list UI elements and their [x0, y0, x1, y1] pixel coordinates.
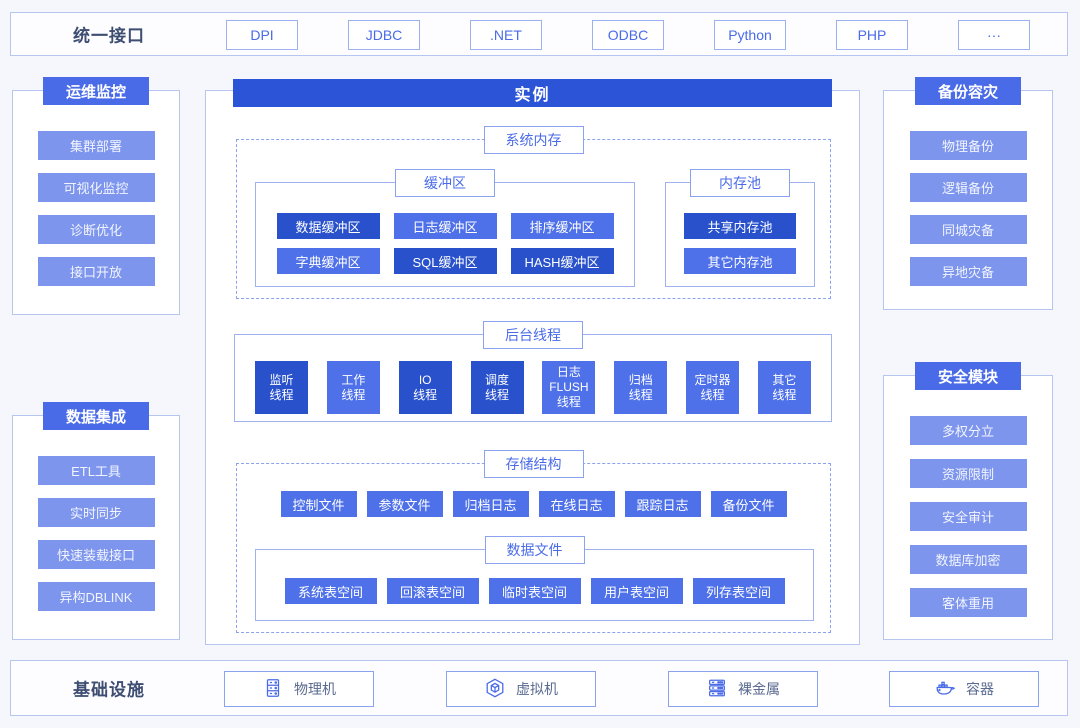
file-online-log[interactable]: 在线日志	[538, 491, 615, 517]
tablespace-columnar[interactable]: 列存表空间	[692, 578, 785, 604]
tablespace-user[interactable]: 用户表空间	[590, 578, 683, 604]
infra-label: 虚拟机	[516, 681, 558, 697]
infra-button-bare-metal[interactable]: 裸金属	[668, 671, 818, 707]
tablespace-temp[interactable]: 临时表空间	[488, 578, 581, 604]
thread-worker[interactable]: 工作 线程	[326, 361, 380, 414]
api-button-jdbc[interactable]: JDBC	[348, 20, 420, 50]
system-memory-section: 系统内存 缓冲区 数据缓冲区 日志缓冲区 排序缓冲区 字典缓冲区 SQL缓冲区 …	[236, 126, 831, 299]
sec-item-security-audit[interactable]: 安全审计	[909, 502, 1027, 531]
buffer-dictionary[interactable]: 字典缓冲区	[276, 248, 380, 274]
thread-log-flush[interactable]: 日志 FLUSH 线程	[542, 361, 596, 414]
thread-timer[interactable]: 定时器 线程	[686, 361, 740, 414]
data-integration-title: 数据集成	[43, 402, 149, 430]
thread-listener[interactable]: 监听 线程	[255, 361, 308, 414]
baremetal-stack-icon	[706, 677, 728, 702]
storage-structure-label: 存储结构	[483, 450, 584, 478]
thread-other[interactable]: 其它 线程	[757, 361, 811, 414]
infrastructure-bar: 基础设施 物理机 虚拟机 裸金属 容器	[10, 660, 1068, 716]
di-item-realtime-sync[interactable]: 实时同步	[37, 498, 155, 527]
unified-api-bar: 统一接口 DPI JDBC .NET ODBC Python PHP ···	[10, 12, 1068, 56]
ops-monitoring-panel: 运维监控 集群部署 可视化监控 诊断优化 接口开放	[12, 77, 180, 315]
infra-label: 物理机	[294, 681, 336, 697]
backup-dr-panel: 备份容灾 物理备份 逻辑备份 同城灾备 异地灾备	[883, 77, 1053, 310]
buffer-hash[interactable]: HASH缓冲区	[510, 248, 614, 274]
buffer-label: 缓冲区	[395, 169, 495, 197]
memory-pool-group: 内存池 共享内存池 其它内存池	[665, 169, 815, 287]
ops-monitoring-title: 运维监控	[43, 77, 149, 105]
di-item-heterogeneous-dblink[interactable]: 异构DBLINK	[37, 582, 155, 611]
file-archive-log[interactable]: 归档日志	[452, 491, 529, 517]
api-button-php[interactable]: PHP	[836, 20, 908, 50]
tablespace-system[interactable]: 系统表空间	[284, 578, 377, 604]
ops-item-cluster-deploy[interactable]: 集群部署	[37, 131, 155, 160]
instance-title: 实例	[233, 79, 832, 107]
backup-item-logical[interactable]: 逻辑备份	[909, 173, 1027, 202]
file-trace-log[interactable]: 跟踪日志	[624, 491, 701, 517]
infra-label: 裸金属	[738, 681, 780, 697]
sec-item-db-encryption[interactable]: 数据库加密	[909, 545, 1027, 574]
ops-item-diagnosis-tuning[interactable]: 诊断优化	[37, 215, 155, 244]
thread-scheduler[interactable]: 调度 线程	[470, 361, 524, 414]
buffer-group: 缓冲区 数据缓冲区 日志缓冲区 排序缓冲区 字典缓冲区 SQL缓冲区 HASH缓…	[255, 169, 635, 287]
system-memory-label: 系统内存	[483, 126, 584, 154]
infrastructure-title: 基础设施	[73, 680, 145, 700]
buffer-sql[interactable]: SQL缓冲区	[393, 248, 497, 274]
sec-item-resource-limit[interactable]: 资源限制	[909, 459, 1027, 488]
ops-item-visual-monitoring[interactable]: 可视化监控	[37, 173, 155, 202]
ops-item-open-api[interactable]: 接口开放	[37, 257, 155, 286]
infra-button-physical-machine[interactable]: 物理机	[224, 671, 374, 707]
backup-item-local-dr[interactable]: 同城灾备	[909, 215, 1027, 244]
backup-item-remote-dr[interactable]: 异地灾备	[909, 257, 1027, 286]
pool-other[interactable]: 其它内存池	[684, 248, 796, 274]
security-module-title: 安全模块	[915, 362, 1021, 390]
thread-io[interactable]: IO 线程	[398, 361, 452, 414]
api-button-odbc[interactable]: ODBC	[592, 20, 664, 50]
di-item-fast-load-api[interactable]: 快速装载接口	[37, 540, 155, 569]
file-backup[interactable]: 备份文件	[710, 491, 787, 517]
buffer-sort[interactable]: 排序缓冲区	[510, 213, 614, 239]
data-files-group: 数据文件 系统表空间 回滚表空间 临时表空间 用户表空间 列存表空间	[255, 536, 814, 621]
background-threads-section: 后台线程 监听 线程 工作 线程 IO 线程 调度 线程 日志 FLUSH 线程…	[234, 321, 832, 422]
storage-structure-section: 存储结构 控制文件 参数文件 归档日志 在线日志 跟踪日志 备份文件 数据文件 …	[236, 450, 831, 633]
buffer-log[interactable]: 日志缓冲区	[393, 213, 497, 239]
data-files-label: 数据文件	[484, 536, 585, 564]
file-parameter[interactable]: 参数文件	[366, 491, 443, 517]
memory-pool-label: 内存池	[690, 169, 790, 197]
api-button-python[interactable]: Python	[714, 20, 786, 50]
infra-button-virtual-machine[interactable]: 虚拟机	[446, 671, 596, 707]
backup-item-physical[interactable]: 物理备份	[909, 131, 1027, 160]
sec-item-separation-of-powers[interactable]: 多权分立	[909, 416, 1027, 445]
infra-label: 容器	[966, 681, 994, 697]
tablespace-rollback[interactable]: 回滚表空间	[386, 578, 479, 604]
vm-hexagon-icon	[484, 677, 506, 702]
api-button-dotnet[interactable]: .NET	[470, 20, 542, 50]
file-control[interactable]: 控制文件	[280, 491, 357, 517]
unified-api-title: 统一接口	[73, 26, 145, 46]
api-button-more[interactable]: ···	[958, 20, 1030, 50]
security-module-panel: 安全模块 多权分立 资源限制 安全审计 数据库加密 客体重用	[883, 362, 1053, 640]
pool-shared[interactable]: 共享内存池	[684, 213, 796, 239]
thread-archive[interactable]: 归档 线程	[614, 361, 668, 414]
background-threads-label: 后台线程	[483, 321, 583, 349]
infra-button-container[interactable]: 容器	[889, 671, 1039, 707]
api-button-dpi[interactable]: DPI	[226, 20, 298, 50]
backup-dr-title: 备份容灾	[915, 77, 1021, 105]
instance-container: 实例 系统内存 缓冲区 数据缓冲区 日志缓冲区 排序缓冲区 字典缓冲区 SQL缓…	[205, 79, 860, 645]
server-icon	[262, 677, 284, 702]
data-integration-panel: 数据集成 ETL工具 实时同步 快速装载接口 异构DBLINK	[12, 402, 180, 640]
sec-item-object-reuse[interactable]: 客体重用	[909, 588, 1027, 617]
docker-whale-icon	[934, 677, 956, 702]
di-item-etl-tools[interactable]: ETL工具	[37, 456, 155, 485]
buffer-data[interactable]: 数据缓冲区	[276, 213, 380, 239]
